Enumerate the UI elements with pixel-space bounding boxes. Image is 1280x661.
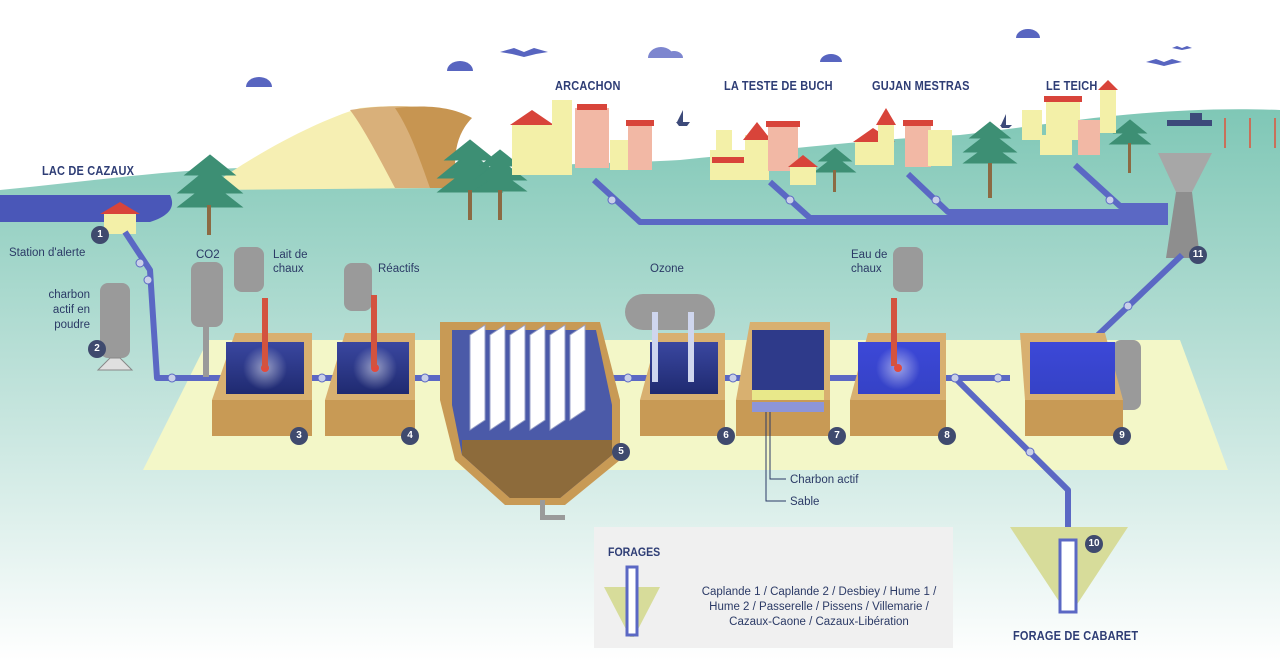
legend-forages-list: Caplande 1 / Caplande 2 / Desbiey / Hume… [701,586,937,628]
town-le-teich: LE TEICH [1046,79,1098,93]
town-gujan: GUJAN MESTRAS [872,79,970,93]
town-la-teste: LA TESTE DE BUCH [724,79,833,93]
label-lait-chaux: Lait de chaux [273,249,308,275]
silo-charbon [96,283,134,371]
step-7: 7 [828,427,846,445]
tanks [212,295,1128,614]
label-charbon-poudre: charbon actif en poudre [48,289,90,331]
step-4: 4 [401,427,419,445]
step-2: 2 [88,340,106,358]
step-3: 3 [290,427,308,445]
label-station: Station d'alerte [9,247,86,259]
silo-eau-chaux [893,247,923,292]
label-forage-cabaret: FORAGE DE CABARET [1013,629,1139,643]
forages-legend: FORAGES Caplande 1 / Caplande 2 / Desbie… [594,527,953,648]
pipe-valves [135,195,1133,457]
step-6: 6 [717,427,735,445]
town-arcachon: ARCACHON [555,79,621,93]
sky-decor [246,29,1192,87]
label-charbon-actif: Charbon actif [790,474,859,486]
silo-reactifs [344,263,372,311]
step-1: 1 [91,226,109,244]
town-buildings [100,80,1276,234]
label-co2: CO2 [196,249,220,261]
label-eau-chaux: Eau de chaux [851,249,888,275]
step-9: 9 [1113,427,1131,445]
trees [176,119,1152,235]
silo-co2 [191,262,223,327]
water-tower [1158,153,1212,258]
legend-title: FORAGES [608,545,661,559]
ozone-tank [625,294,715,330]
forage-icon [604,565,660,637]
lac-label: LAC DE CAZAUX [42,164,135,178]
step-11: 11 [1189,246,1207,264]
silo-lait [234,247,264,292]
label-reactifs: Réactifs [378,263,420,275]
step-10: 10 [1085,535,1103,553]
filter-leaders [765,412,786,502]
label-sable: Sable [790,496,820,508]
label-ozone: Ozone [650,263,684,275]
step-8: 8 [938,427,956,445]
step-5: 5 [612,443,630,461]
